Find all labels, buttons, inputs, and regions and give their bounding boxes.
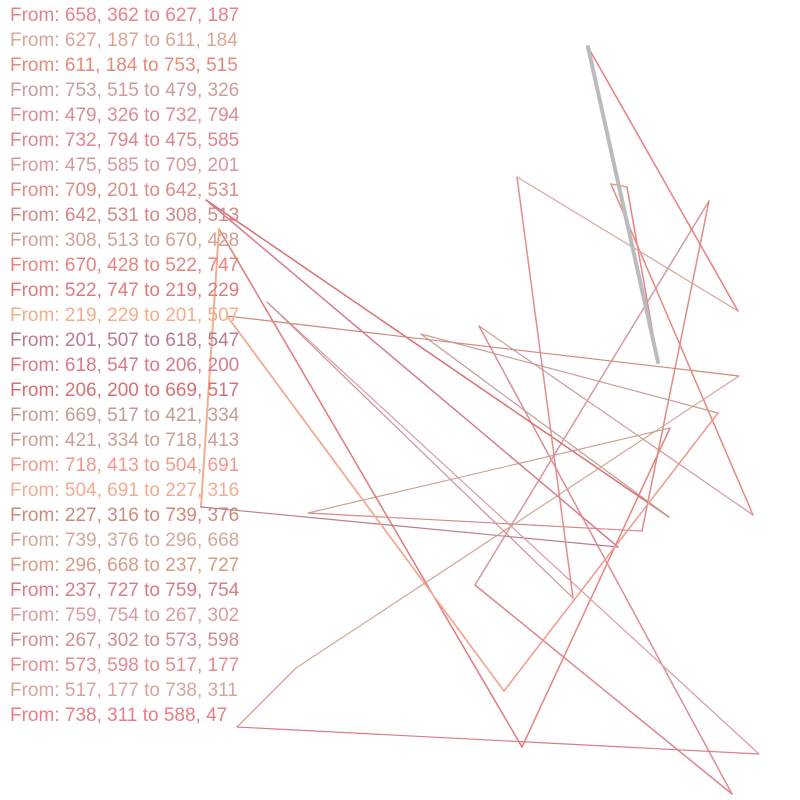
- line-segment: [226, 315, 740, 377]
- line-segment: [266, 301, 760, 755]
- segment-label: From: 669, 517 to 421, 334: [10, 405, 240, 426]
- segment-label: From: 201, 507 to 618, 547: [10, 330, 240, 351]
- line-segment: [236, 667, 297, 728]
- line-segment: [200, 228, 220, 508]
- segment-label: From: 308, 513 to 670, 428: [10, 230, 240, 251]
- segment-label: From: 479, 326 to 732, 794: [10, 105, 240, 126]
- segment-label: From: 739, 376 to 296, 668: [10, 530, 240, 551]
- segment-label: From: 522, 747 to 219, 229: [10, 280, 240, 301]
- segment-label: From: 611, 184 to 753, 515: [10, 55, 238, 76]
- segment-label: From: 732, 794 to 475, 585: [10, 130, 240, 151]
- line-segment: [226, 315, 505, 692]
- segment-label: From: 517, 177 to 738, 311: [10, 680, 238, 701]
- segment-label: From: 759, 754 to 267, 302: [10, 605, 240, 626]
- line-segment: [641, 200, 710, 532]
- line-segment: [205, 199, 619, 548]
- segment-label: From: 296, 668 to 237, 727: [10, 555, 240, 576]
- line-segment: [420, 333, 670, 518]
- line-segment: [587, 46, 739, 312]
- line-segment: [478, 325, 754, 516]
- segment-label: From: 618, 547 to 206, 200: [10, 355, 240, 376]
- segment-label: From: 642, 531 to 308, 513: [10, 205, 240, 226]
- line-segment: [307, 427, 671, 514]
- segment-label: From: 504, 691 to 227, 316: [10, 480, 240, 501]
- segment-label: From: 573, 598 to 517, 177: [10, 655, 240, 676]
- line-segment: [521, 427, 671, 748]
- line-segment: [474, 584, 733, 795]
- line-segment: [266, 301, 574, 599]
- segment-label: From: 670, 428 to 522, 747: [10, 255, 240, 276]
- line-segment: [205, 199, 670, 518]
- segment-label: From: 227, 316 to 739, 376: [10, 505, 240, 526]
- segment-label: From: 237, 727 to 759, 754: [10, 580, 240, 601]
- line-segment: [236, 726, 760, 755]
- line-segment: [420, 333, 719, 414]
- segment-label: From: 475, 585 to 709, 201: [10, 155, 240, 176]
- segment-label: From: 219, 229 to 201, 507: [10, 305, 240, 326]
- line-segment: [516, 176, 739, 312]
- line-segment: [516, 176, 574, 599]
- segment-label: From: 206, 200 to 669, 517: [10, 380, 240, 401]
- segment-label: From: 658, 362 to 627, 187: [10, 5, 240, 26]
- segment-label: From: 738, 311 to 588, 47: [10, 705, 228, 726]
- line-segment: [218, 228, 523, 748]
- segment-label: From: 421, 334 to 718, 413: [10, 430, 240, 451]
- line-segment: [474, 200, 710, 586]
- line-segment: [503, 412, 719, 692]
- line-segment: [307, 512, 643, 532]
- segment-label: From: 718, 413 to 504, 691: [10, 455, 240, 476]
- highlight-line-segment: [586, 45, 660, 364]
- segment-label: From: 753, 515 to 479, 326: [10, 80, 240, 101]
- line-segment: [295, 375, 740, 669]
- segment-label: From: 627, 187 to 611, 184: [10, 30, 238, 51]
- line-segment: [200, 506, 619, 548]
- segment-label: From: 267, 302 to 573, 598: [10, 630, 240, 651]
- line-segment: [610, 183, 754, 516]
- segment-label: From: 709, 201 to 642, 531: [10, 180, 240, 201]
